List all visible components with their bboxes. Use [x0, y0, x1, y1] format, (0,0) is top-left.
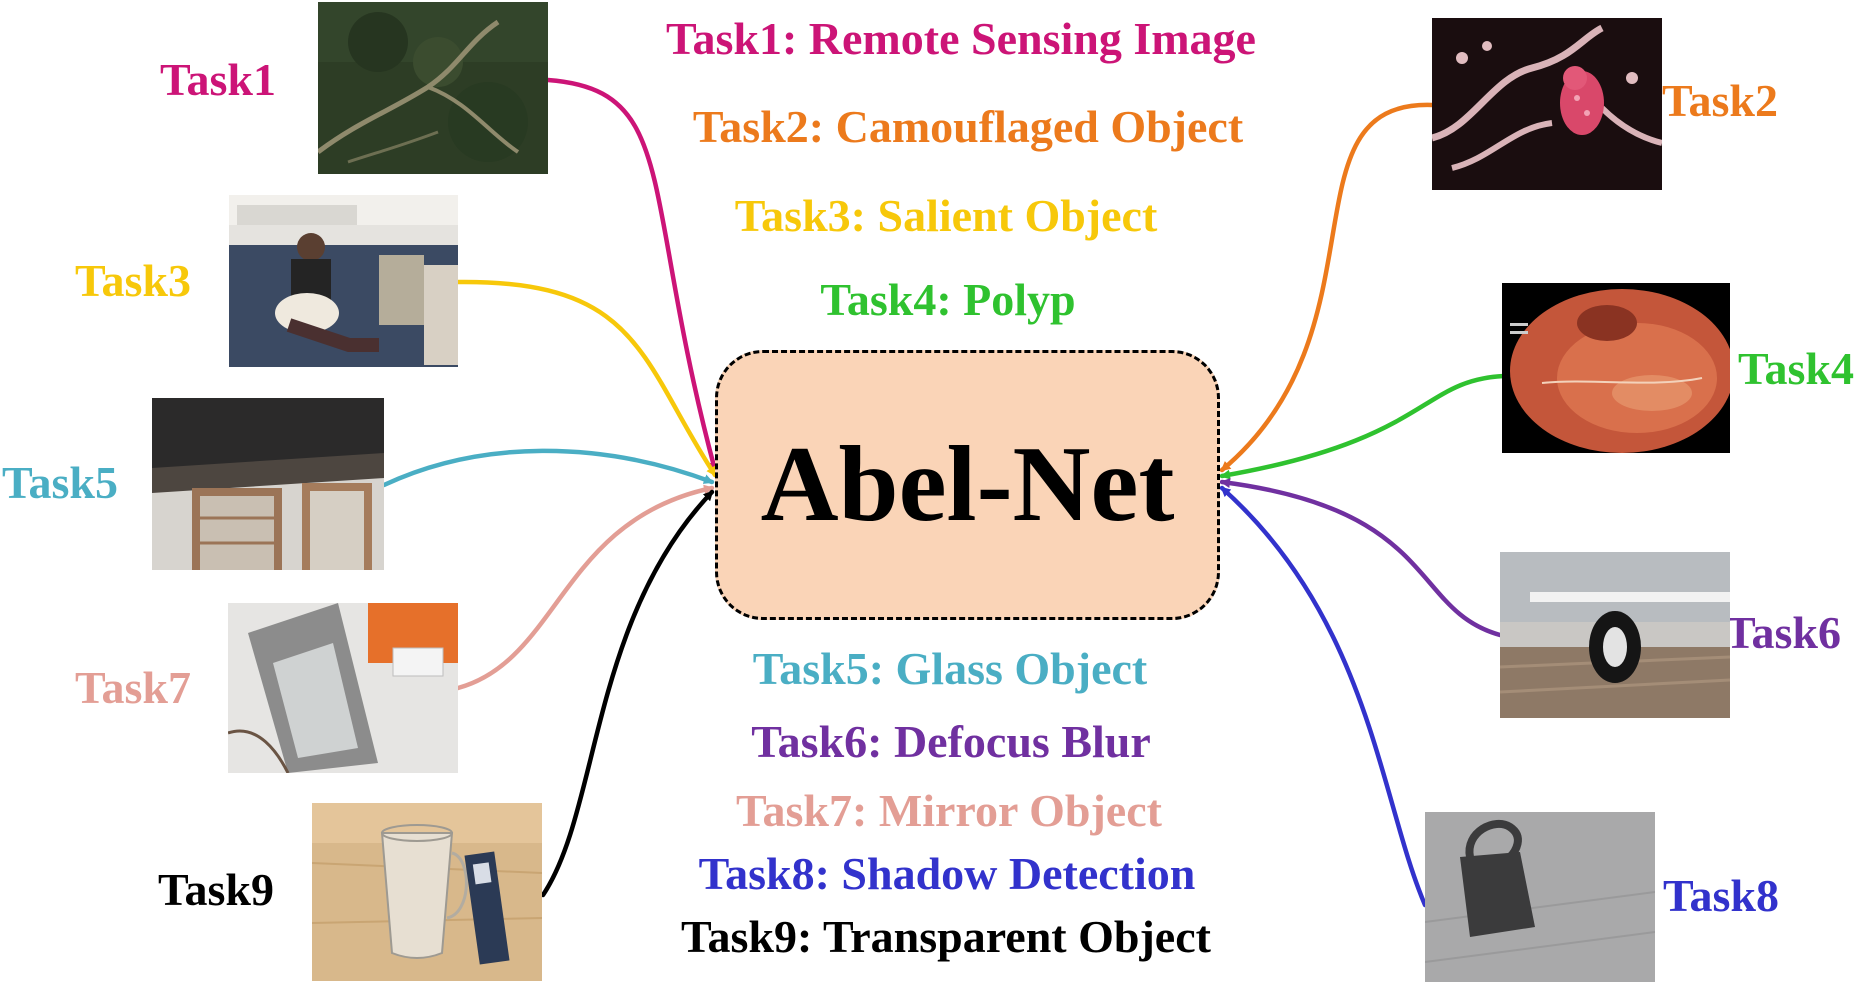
- legend-task4: Task4: Polyp: [820, 274, 1076, 325]
- salient-person-image: [229, 195, 458, 367]
- arrow-task8: [1219, 485, 1428, 908]
- legend-task3: Task3: Salient Object: [734, 190, 1158, 241]
- arrow-task6: [1219, 478, 1503, 638]
- legend-task6: Task6: Defocus Blur: [751, 716, 1151, 767]
- arrow-task1: [545, 77, 718, 473]
- abel-net-node: Abel-Net: [715, 350, 1220, 620]
- abel-net-label: Abel-Net: [760, 425, 1175, 544]
- mirror-image: [228, 603, 458, 773]
- legend-task9: Task9: Transparent Object: [681, 911, 1211, 962]
- camouflaged-seahorse-image: [1432, 18, 1662, 190]
- task6-label: Task6: [1725, 607, 1841, 658]
- task2-label: Task2: [1662, 75, 1778, 126]
- task7-label: Task7: [75, 662, 191, 713]
- glass-window-image: [152, 398, 384, 570]
- task9-label: Task9: [158, 864, 274, 915]
- task1-label: Task1: [160, 54, 276, 105]
- arrow-task5: [381, 448, 715, 488]
- legend-task2: Task2: Camouflaged Object: [692, 101, 1244, 152]
- task4-label: Task4: [1738, 343, 1854, 394]
- arrow-task2: [1219, 102, 1435, 473]
- arrow-task7: [455, 484, 715, 691]
- legend-task1: Task1: Remote Sensing Image: [666, 13, 1256, 64]
- remote-sensing-image: [318, 2, 548, 174]
- legend-task5: Task5: Glass Object: [752, 643, 1148, 694]
- task3-label: Task3: [75, 255, 191, 306]
- polyp-endoscopy-image: [1502, 283, 1730, 453]
- defocus-blur-image: [1500, 552, 1730, 718]
- legend-task8: Task8: Shadow Detection: [698, 848, 1196, 899]
- transparent-glass-image: [312, 803, 542, 981]
- arrow-task3: [455, 279, 718, 478]
- arrow-task9: [540, 489, 715, 898]
- legend-task7: Task7: Mirror Object: [736, 785, 1162, 836]
- task8-label: Task8: [1663, 870, 1779, 921]
- shadow-image: [1425, 812, 1655, 982]
- task5-label: Task5: [2, 457, 118, 508]
- arrow-task4: [1219, 373, 1507, 480]
